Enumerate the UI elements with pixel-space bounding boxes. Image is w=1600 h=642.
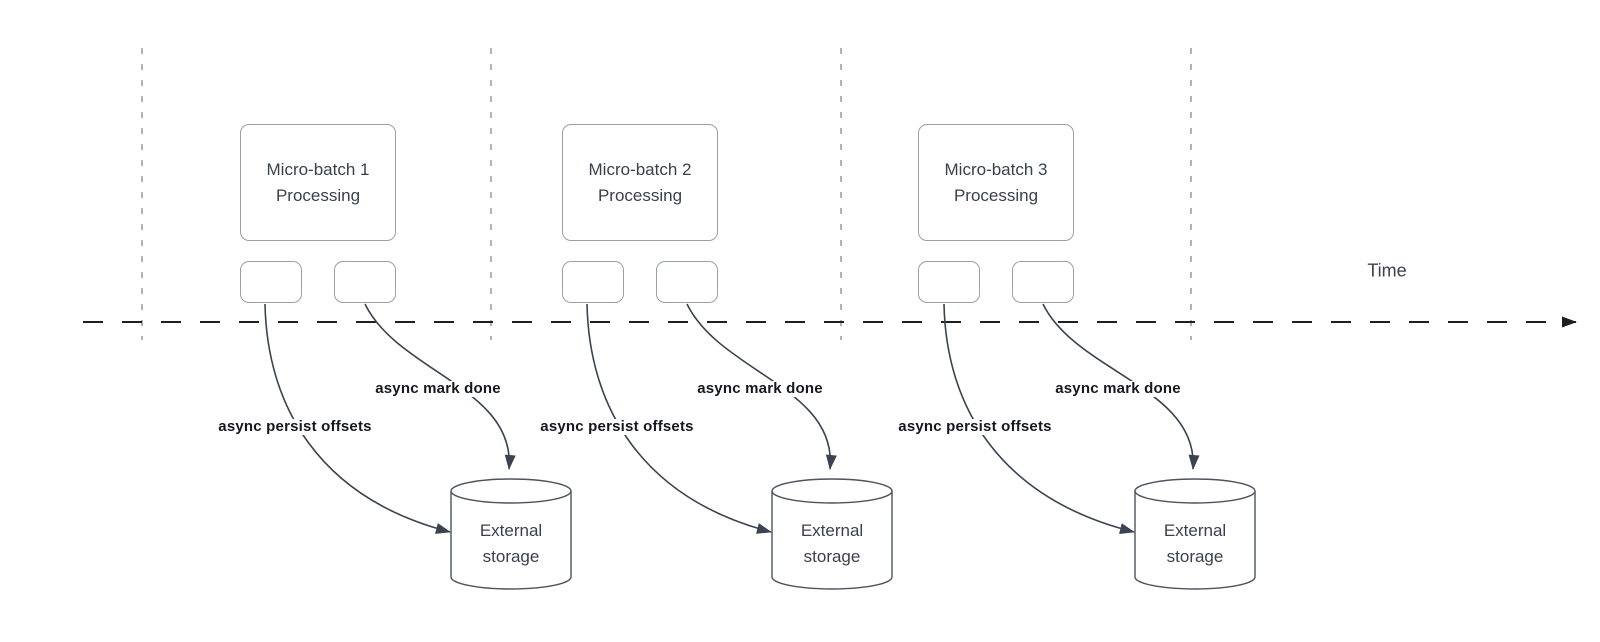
persist-offsets-arrow-1 [264, 303, 451, 534]
external-storage-label-1-line1: External [479, 521, 543, 540]
persist-offsets-label-3: async persist offsets [896, 418, 1054, 435]
persist-offsets-arrow-3 [943, 303, 1135, 534]
commit-task-box-3 [1012, 261, 1074, 303]
external-storage-label-1-line2: storage [482, 547, 540, 566]
offset-task-box-2 [562, 261, 624, 303]
external-storage-label-3-line1: External [1163, 521, 1227, 540]
storage-cylinder-body-1 [450, 491, 572, 590]
micro-batch-1-label-line1: Micro-batch 1 [266, 159, 370, 179]
micro-batch-1-label-line2: Processing [275, 185, 361, 205]
external-storage-label-2-line2: storage [803, 547, 861, 566]
micro-batch-1-box: Micro-batch 1 Processing [240, 124, 396, 241]
external-storage-label-3-line2: storage [1166, 547, 1224, 566]
micro-batch-2-box: Micro-batch 2 Processing [562, 124, 718, 241]
persist-offsets-label-2: async persist offsets [538, 418, 696, 435]
external-storage-label-3: External storage [1164, 518, 1226, 570]
storage-cylinder-body-3 [1134, 491, 1256, 590]
storage-cylinder-top-1 [450, 478, 572, 504]
external-storage-label-2-line1: External [800, 521, 864, 540]
commit-task-box-1 [334, 261, 396, 303]
mark-done-label-1: async mark done [373, 380, 503, 397]
micro-batch-3-box: Micro-batch 3 Processing [918, 124, 1074, 241]
storage-cylinder-top-3 [1134, 478, 1256, 504]
storage-cylinder-body-2 [771, 491, 893, 590]
iteration-guide-lines [141, 48, 1192, 340]
micro-batch-2-label-line1: Micro-batch 2 [588, 159, 692, 179]
micro-batch-2-label-line2: Processing [597, 185, 683, 205]
persist-offsets-label-1: async persist offsets [216, 418, 374, 435]
external-storage-label-1: External storage [480, 518, 542, 570]
connector-arrows [264, 303, 1200, 534]
persist-offsets-arrow-2 [586, 303, 772, 534]
offset-task-box-1 [240, 261, 302, 303]
micro-batch-3-label-line2: Processing [953, 185, 1039, 205]
time-axis-label: Time [1367, 260, 1407, 281]
mark-done-label-2: async mark done [695, 380, 825, 397]
commit-task-box-2 [656, 261, 718, 303]
mark-done-label-3: async mark done [1053, 380, 1183, 397]
external-storage-label-2: External storage [801, 518, 863, 570]
storage-cylinders [450, 478, 1256, 590]
storage-cylinder-top-2 [771, 478, 893, 504]
offset-task-box-3 [918, 261, 980, 303]
micro-batch-3-label-line1: Micro-batch 3 [944, 159, 1048, 179]
